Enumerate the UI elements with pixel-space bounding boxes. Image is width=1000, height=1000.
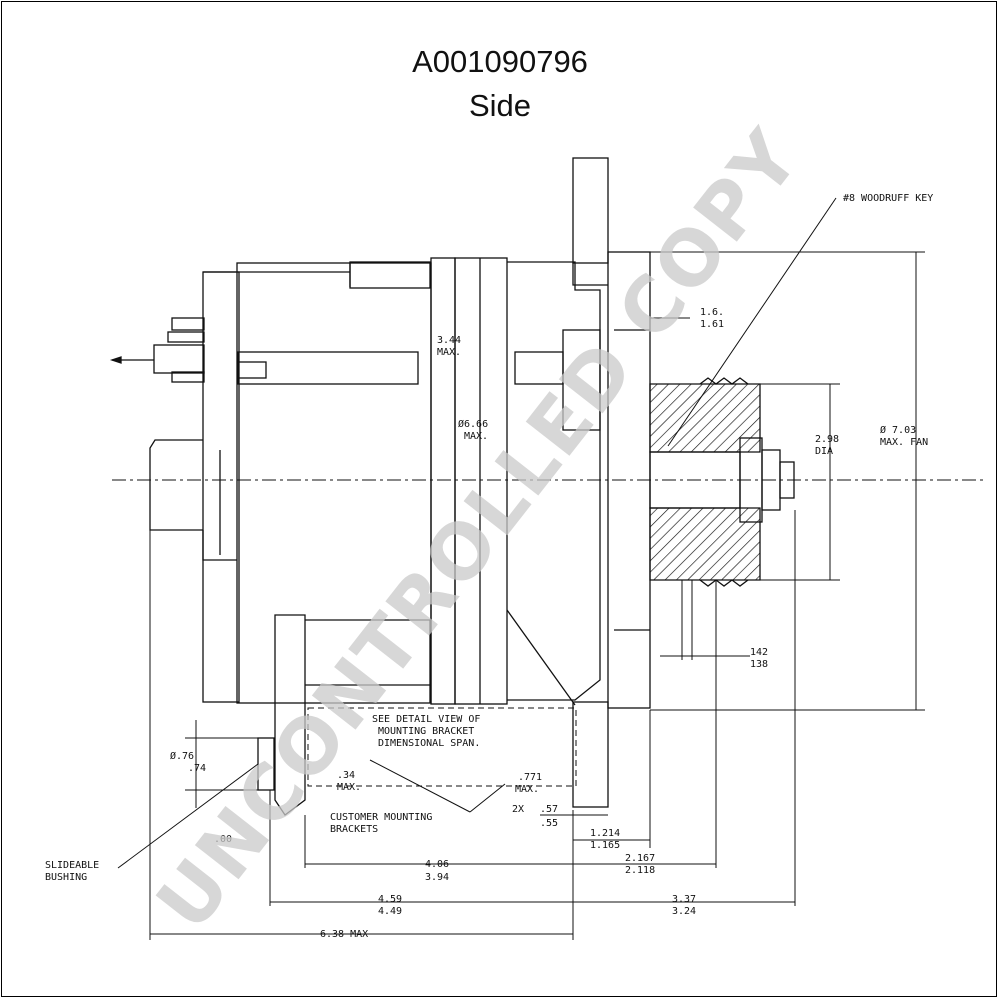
- dim-394: 3.94: [425, 872, 449, 883]
- detail-note-3: DIMENSIONAL SPAN.: [378, 738, 480, 749]
- customer-note-1: CUSTOMER MOUNTING: [330, 812, 432, 823]
- dim-2167: 2.167: [625, 853, 655, 864]
- dim-638: 6.38 MAX: [320, 929, 368, 940]
- dim-bushing: Ø.76: [170, 750, 194, 762]
- dim-1165: 1.165: [590, 840, 620, 851]
- dim-459: 4.59: [378, 894, 402, 905]
- housing-outline: [109, 157, 795, 816]
- dim-groove-lower: 138: [750, 659, 768, 670]
- view-name: Side: [468, 88, 532, 123]
- slideable-note-2: BUSHING: [45, 872, 87, 883]
- detail-note-1: SEE DETAIL VIEW OF: [372, 714, 480, 725]
- part-number: A001090796: [412, 44, 588, 79]
- detail-note-2: MOUNTING BRACKET: [378, 726, 474, 737]
- dim-ear-lower: .55: [540, 818, 558, 829]
- dim-ear-upper: .57: [540, 804, 558, 815]
- dim-0771-max: MAX.: [515, 784, 539, 795]
- dim-2118: 2.118: [625, 865, 655, 876]
- dim-449: 4.49: [378, 906, 402, 917]
- dim-324: 3.24: [672, 906, 696, 917]
- dimension-text: #8 WOODRUFF KEY 3.44 MAX. Ø6.66 MAX. 1.6…: [45, 193, 933, 940]
- dim-small: .00: [214, 834, 232, 845]
- dim-groove-upper: 142: [750, 647, 768, 658]
- customer-note-2: BRACKETS: [330, 824, 378, 835]
- dim-406: 4.06: [425, 859, 449, 870]
- dim-344-max: MAX.: [437, 347, 461, 358]
- dim-034-max: MAX.: [337, 782, 361, 793]
- dim-337: 3.37: [672, 894, 696, 905]
- pulley: [649, 377, 761, 587]
- dim-666: Ø6.66: [458, 418, 488, 430]
- dim-1214: 1.214: [590, 828, 620, 839]
- dim-bushing-lower: .74: [188, 763, 206, 774]
- dim-pulley-dia: DIA: [815, 446, 833, 457]
- dim-fan-max: MAX. FAN: [880, 437, 928, 448]
- dim-666-max: MAX.: [464, 431, 488, 442]
- dim-0771: .771: [518, 772, 542, 783]
- woodruff-key-label: #8 WOODRUFF KEY: [843, 193, 933, 204]
- dim-034: .34: [337, 770, 355, 781]
- dimension-lines: [117, 197, 925, 940]
- dim-161-upper: 1.6.: [700, 307, 724, 318]
- slideable-note-1: SLIDEABLE: [45, 860, 99, 871]
- dim-161-lower: 1.61: [700, 319, 724, 330]
- dim-fan: Ø 7.03: [880, 424, 916, 436]
- dim-344: 3.44: [437, 335, 461, 346]
- dim-ear-2x: 2X: [512, 804, 524, 815]
- dim-pulley: 2.98: [815, 434, 839, 445]
